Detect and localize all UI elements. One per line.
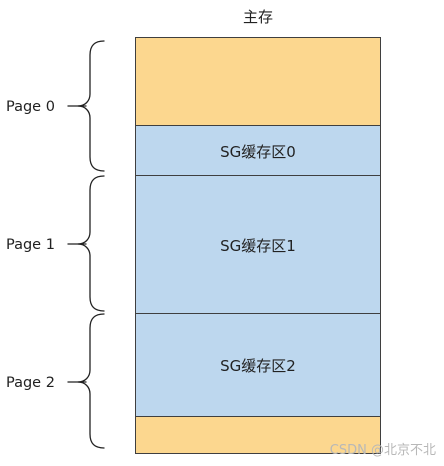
page-0-label: Page 0 [6,99,55,115]
sg-buffer-2-label: SG缓存区2 [220,357,296,375]
sg-buffer-0-label: SG缓存区0 [220,142,296,161]
sg-buffer-1-label: SG缓存区1 [220,236,296,255]
page-1-label: Page 1 [6,237,55,253]
page-2-label: Page 2 [6,375,55,391]
sg-buffer-1-block: SG缓存区1 [135,175,381,315]
page-2-brace [77,313,105,449]
memory-block-bottom-other [135,416,381,454]
watermark: CSDN @北京不北 [329,443,436,458]
memory-block-top-other [135,37,381,127]
main-memory-title: 主存 [242,8,273,26]
